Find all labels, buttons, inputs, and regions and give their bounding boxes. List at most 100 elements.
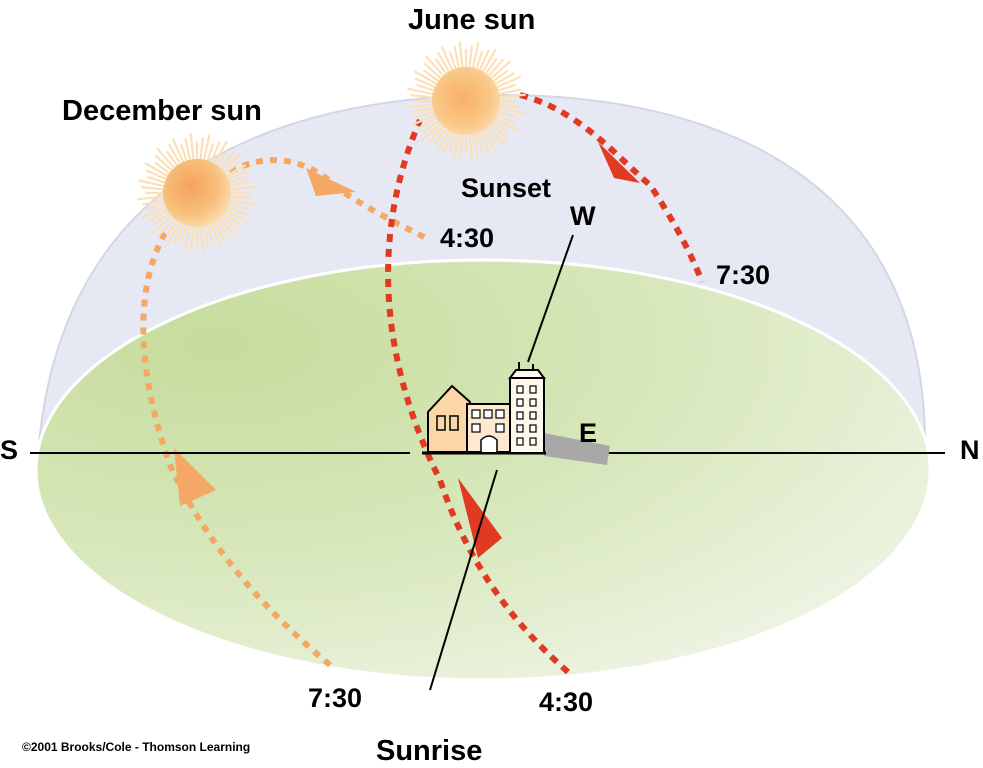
sun-ray: [495, 88, 522, 96]
sun-ray: [423, 62, 445, 82]
sun-ray: [471, 42, 480, 72]
west-label: W: [570, 201, 596, 231]
sun-ray: [492, 112, 518, 125]
sun-ray: [495, 106, 525, 115]
december-sun-path: [140, 157, 432, 668]
sun-ray: [183, 222, 192, 252]
sun-ray: [410, 106, 437, 114]
december-sun-icon: [137, 133, 257, 253]
sun-ray: [184, 137, 192, 164]
sun-ray: [154, 154, 176, 174]
sun-ray: [453, 45, 461, 72]
sun-ray: [137, 195, 168, 201]
sun-ray: [471, 130, 479, 157]
building: [422, 362, 546, 455]
sun-ray: [413, 70, 441, 87]
sun-ray: [487, 120, 509, 140]
sun-ray: [410, 112, 440, 127]
east-label: E: [579, 418, 597, 448]
sun-ray: [171, 137, 186, 167]
june-sunrise-time: 4:30: [539, 687, 593, 717]
sun-ray: [218, 212, 240, 232]
sun-ray: [452, 130, 461, 160]
sun-ray: [440, 45, 455, 75]
june-sun-icon: [406, 41, 526, 161]
sun-ray: [442, 127, 455, 153]
sun-ray: [406, 103, 437, 109]
sun-ray: [492, 75, 522, 90]
sun-ray: [216, 150, 236, 172]
sunrise-label: Sunrise: [376, 735, 482, 767]
sun-ray: [173, 219, 186, 245]
sun-ray: [427, 122, 447, 144]
sun-ray: [222, 207, 250, 224]
east-west-axis-lower: [429, 469, 498, 691]
sun-ray: [480, 126, 495, 151]
june-sun-label: June sun: [408, 4, 535, 36]
sun-ray: [414, 77, 440, 90]
east-west-axis-upper: [527, 234, 574, 363]
december-sun-label: December sun: [62, 95, 262, 127]
sun-ray: [218, 152, 243, 174]
sun-ray: [202, 222, 210, 249]
sun-ray: [407, 87, 437, 96]
south-label: S: [0, 435, 18, 465]
sun-ray: [208, 219, 223, 249]
sun-ray: [416, 115, 441, 130]
sunset-label: Sunset: [461, 173, 551, 203]
sun-ray: [468, 45, 473, 72]
december-sunset-time: 4:30: [440, 223, 494, 253]
sun-ray: [156, 147, 178, 172]
sun-ray: [491, 72, 516, 87]
december-sunrise-time: 7:30: [308, 683, 362, 713]
sun-ray: [477, 127, 492, 157]
june-sunset-time: 7:30: [716, 260, 770, 290]
sun-ray: [144, 162, 172, 179]
sun-ray: [226, 195, 253, 200]
sun-ray: [166, 218, 183, 246]
building-shadow: [544, 433, 610, 465]
sun-ray: [211, 218, 226, 243]
sun-ray: [158, 214, 178, 236]
sun-ray: [141, 204, 171, 219]
sun-ray: [458, 41, 464, 72]
june-sun-path: [385, 92, 705, 675]
sun-ray: [485, 122, 507, 147]
sun-ray: [410, 94, 437, 99]
sun-ray: [147, 207, 172, 222]
sun-ray: [226, 198, 256, 207]
sun-ray: [216, 214, 238, 239]
sun-ray: [151, 212, 176, 234]
sun-ray: [189, 133, 195, 164]
june-sunrise-arrow: [458, 478, 502, 558]
ground-plane: [34, 258, 932, 682]
sun-ray: [222, 164, 247, 179]
sun-ray: [226, 185, 257, 191]
sun-ray: [495, 93, 526, 99]
june-sunset-arrow: [598, 142, 640, 183]
sun-ray: [168, 143, 183, 168]
sun-ray: [487, 60, 512, 82]
sun-ray: [485, 58, 505, 80]
sun-ray: [459, 130, 464, 157]
december-sunrise-arrow: [174, 448, 216, 506]
sun-ray: [435, 126, 452, 154]
sun-ray: [425, 55, 447, 80]
sun-ray: [202, 134, 211, 164]
sun-ray: [141, 198, 168, 206]
sun-ray: [141, 186, 168, 191]
north-label: N: [960, 435, 980, 465]
sun-ray: [190, 222, 195, 249]
sun-ray: [211, 140, 228, 168]
sun-ray: [208, 141, 221, 167]
sun-ray: [420, 120, 445, 142]
copyright-text: ©2001 Brooks/Cole - Thomson Learning: [22, 740, 250, 754]
sun-ray: [226, 180, 253, 188]
sun-ray: [437, 51, 452, 76]
sun-ray: [223, 204, 249, 217]
sun-ray: [199, 137, 204, 164]
sun-ray: [468, 130, 474, 161]
sun-ray: [223, 167, 253, 182]
december-sunset-arrow: [306, 168, 356, 196]
